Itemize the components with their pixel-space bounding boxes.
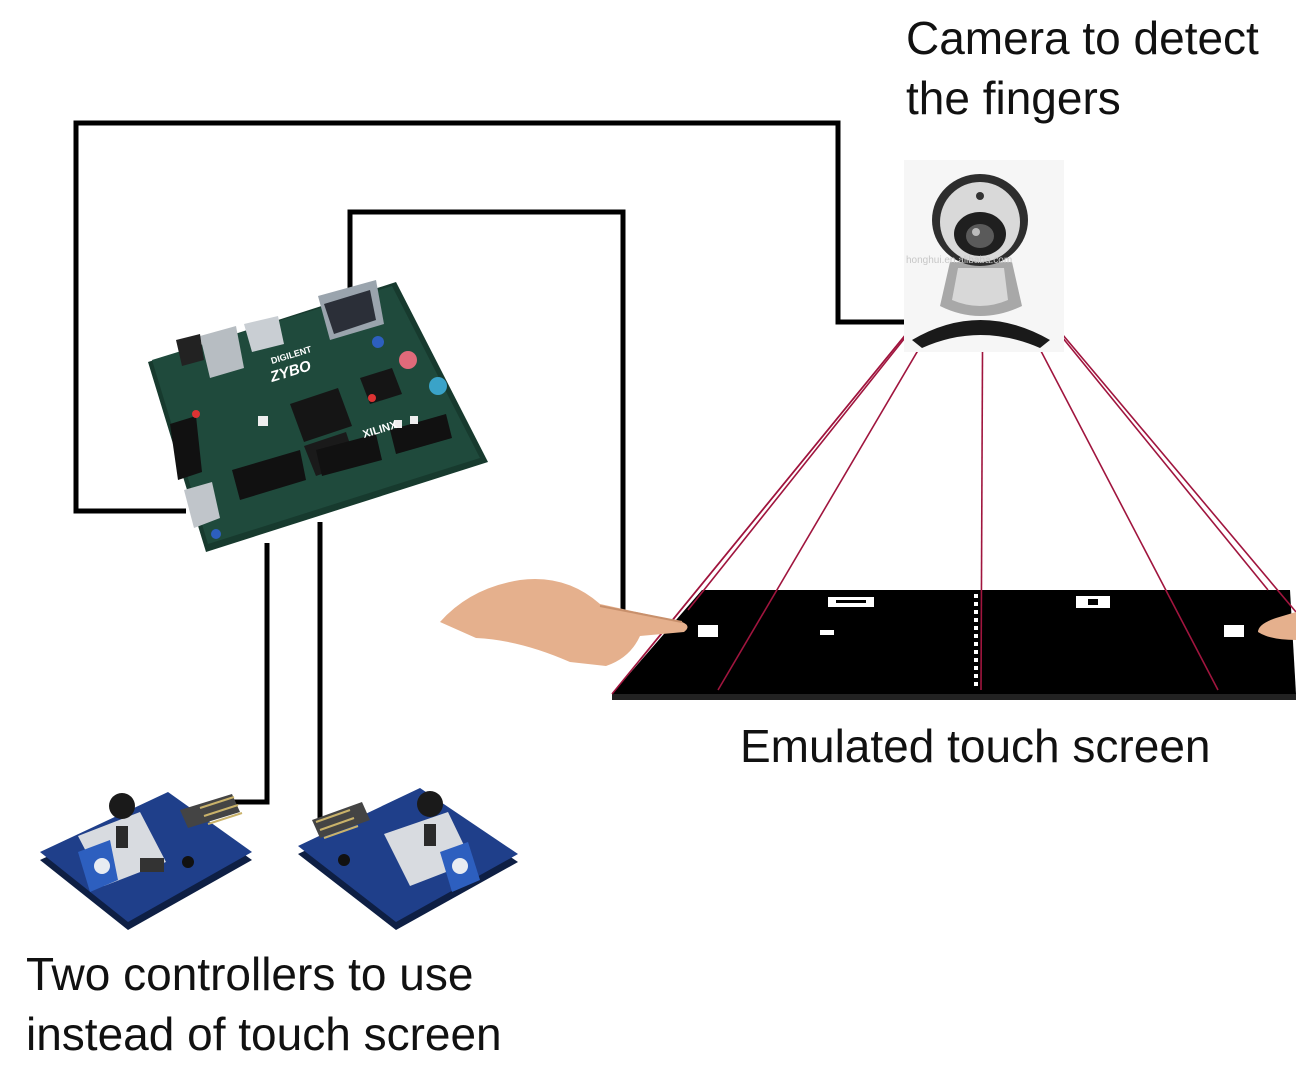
- controllers-caption: Two controllers to use instead of touch …: [26, 944, 502, 1064]
- score-left: [828, 597, 874, 607]
- controllers-caption-line-2: instead of touch screen: [26, 1008, 502, 1060]
- camera-caption-line-1: Camera to detect: [906, 12, 1259, 64]
- left-paddle: [698, 625, 718, 637]
- screen-caption: Emulated touch screen: [740, 716, 1211, 776]
- right-hand: [1258, 612, 1296, 640]
- wire-camera-to-board: [73, 120, 905, 514]
- ball: [820, 630, 834, 635]
- score-right: [1076, 596, 1110, 608]
- right-paddle: [1224, 625, 1244, 637]
- left-hand: [440, 579, 688, 666]
- camera-watermark: honghui.en.alibaba.com: [906, 255, 1012, 266]
- camera-caption-line-2: the fingers: [906, 72, 1121, 124]
- wire-board-to-controller-1: [222, 543, 270, 805]
- webcam: honghui.en.alibaba.com: [904, 160, 1064, 352]
- emulated-touch-screen: [612, 590, 1296, 700]
- joystick-controller-2: [298, 788, 518, 930]
- screen-caption-line-1: Emulated touch screen: [740, 720, 1211, 772]
- controllers-caption-line-1: Two controllers to use: [26, 948, 474, 1000]
- joystick-controller-1: [40, 792, 252, 930]
- zybo-board: DIGILENT ZYBO XILINX: [148, 280, 488, 552]
- camera-caption: Camera to detect the fingers: [906, 8, 1259, 128]
